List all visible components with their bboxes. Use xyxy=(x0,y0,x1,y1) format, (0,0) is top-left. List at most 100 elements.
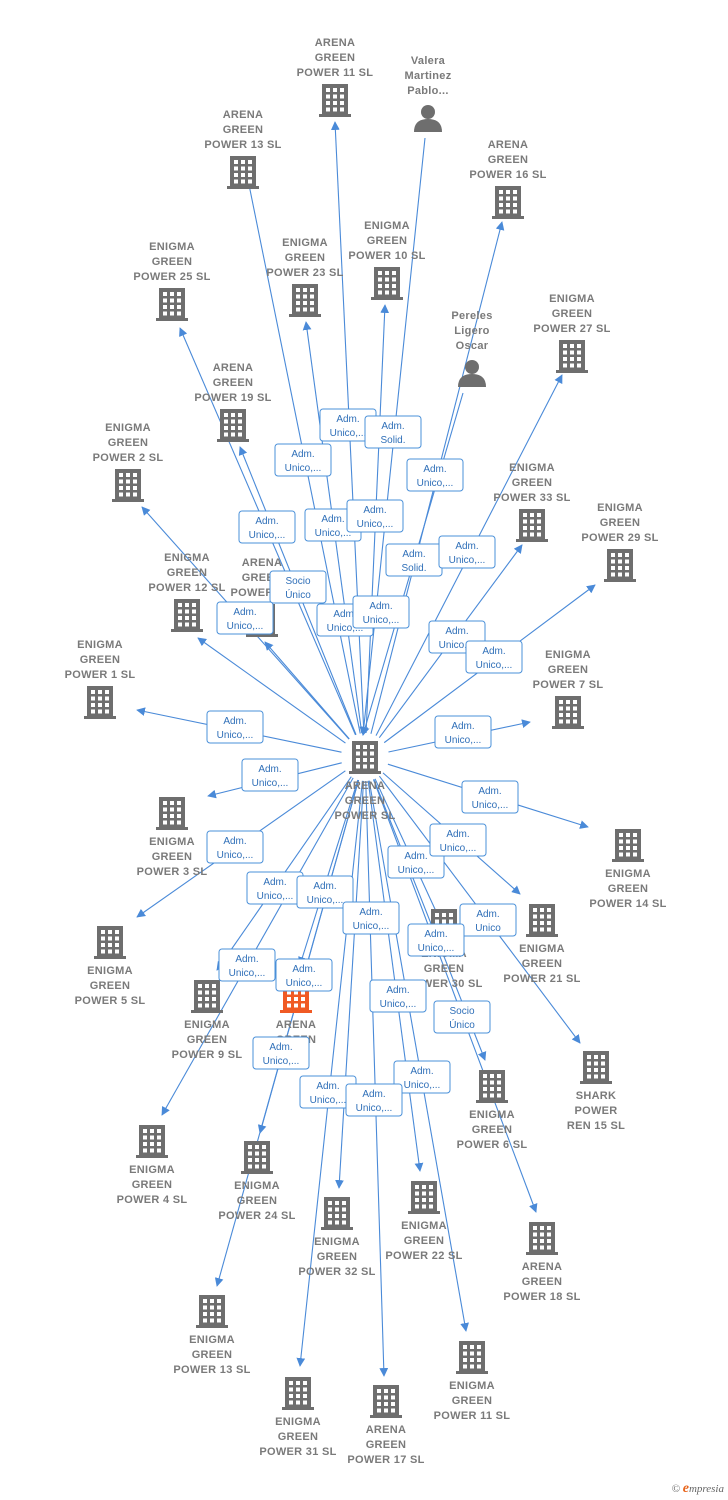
edge-label-n16[interactable]: Adm.Unico,... xyxy=(206,710,264,744)
edge-label-n32[interactable]: Adm.Unico,... xyxy=(296,875,354,909)
edge-label-n4[interactable]: Adm.Unico,... xyxy=(406,458,464,492)
edge-label-n23[interactable]: Adm.Unico,... xyxy=(275,958,333,992)
node-label-line: ENIGMA xyxy=(282,237,328,249)
node-label-line: GREEN xyxy=(366,1439,407,1451)
edge-label-n15[interactable]: Adm.Unico,... xyxy=(352,595,410,629)
edge-label-text: Adm. xyxy=(223,716,246,727)
edge-label-n30[interactable]: Adm.Unico,... xyxy=(393,1060,451,1094)
node-label-line: POWER 14 SL xyxy=(589,898,666,910)
edge-c-n30 xyxy=(367,780,424,1172)
edge-label-n31[interactable]: Adm.Unico,... xyxy=(429,823,487,857)
edge-label-n28[interactable]: Adm.Unico,... xyxy=(252,1036,310,1070)
edge-label-text: Adm. xyxy=(291,449,314,460)
edge-label-n34[interactable]: Adm.Unico,... xyxy=(345,1083,403,1117)
node-label-line: ENIGMA xyxy=(149,836,195,848)
edge-label-n7[interactable]: Adm.Unico,... xyxy=(238,510,296,544)
edge-label-n17[interactable]: Adm.Unico,... xyxy=(434,715,492,749)
edge-label-n21[interactable]: Adm.Unico xyxy=(459,903,517,937)
node-label-line: ARENA xyxy=(242,557,283,569)
building-icon xyxy=(371,267,403,300)
edge-label-text: Unico,... xyxy=(440,843,477,854)
node-label-line: Valera xyxy=(411,55,446,67)
edge-label-text: Adm. xyxy=(451,721,474,732)
edge-label-n35[interactable]: Adm.Unico,... xyxy=(369,979,427,1013)
edge-label-n24[interactable]: Adm.Unico,... xyxy=(407,923,465,957)
edge-label-text: Adm. xyxy=(235,954,258,965)
edge-label-n9[interactable]: Adm.Unico,... xyxy=(438,535,496,569)
edge-label-text: Adm. xyxy=(402,549,425,560)
edge-c-n15 xyxy=(264,641,350,740)
node-label-line: POWER 29 SL xyxy=(581,532,658,544)
brand-initial: e xyxy=(682,1481,689,1496)
node-n2[interactable]: ValeraMartinezPablo... xyxy=(404,55,451,132)
edge-label-text: Socio xyxy=(449,1006,474,1017)
node-label-line: POWER 33 SL xyxy=(493,492,570,504)
edge-label-text: Adm. xyxy=(223,836,246,847)
edge-label-n33[interactable]: Adm.Unico,... xyxy=(342,901,400,935)
edge-label-n3[interactable]: Adm.Unico,... xyxy=(274,443,332,477)
node-label-line: Ligero xyxy=(454,325,489,337)
node-label-line: ENIGMA xyxy=(314,1236,360,1248)
edge-label-text: Unico,... xyxy=(356,1103,393,1114)
building-icon xyxy=(289,284,321,317)
edge-label-n6[interactable]: Adm.Unico,... xyxy=(346,499,404,533)
node-label-line: GREEN xyxy=(237,1195,278,1207)
brand-credit[interactable]: © empresia xyxy=(672,1481,724,1497)
edge-label-n11[interactable]: Adm.Unico,... xyxy=(216,601,274,635)
edge-label-n22[interactable]: Adm.Unico,... xyxy=(218,948,276,982)
node-label-line: GREEN xyxy=(452,1395,493,1407)
edge-label-text: Unico,... xyxy=(353,921,390,932)
node-label-line: POWER 11 SL xyxy=(297,67,374,79)
edge-label-n13[interactable]: Adm.Unico,... xyxy=(465,640,523,674)
edge-label-n20[interactable]: Adm.Unico,... xyxy=(206,830,264,864)
edge-label-text: Unico,... xyxy=(398,865,435,876)
edge-label-n8[interactable]: Adm.Solid. xyxy=(385,543,443,577)
edge-label-text: Adm. xyxy=(269,1042,292,1053)
edge-label-n19[interactable]: Adm.Unico,... xyxy=(461,780,519,814)
building-icon xyxy=(84,686,116,719)
edge-label-n18[interactable]: Adm.Unico,... xyxy=(241,758,299,792)
building-icon xyxy=(171,599,203,632)
edge-label-text: Adm. xyxy=(363,505,386,516)
edge-label-n2[interactable]: Adm.Solid. xyxy=(364,415,422,449)
node-label-line: GREEN xyxy=(472,1124,513,1136)
edge-label-n27[interactable]: Adm.Unico,... xyxy=(246,871,304,905)
edge-c-n35 xyxy=(368,780,469,1332)
node-label-line: ENIGMA xyxy=(189,1334,235,1346)
edge-label-text: Adm. xyxy=(321,514,344,525)
